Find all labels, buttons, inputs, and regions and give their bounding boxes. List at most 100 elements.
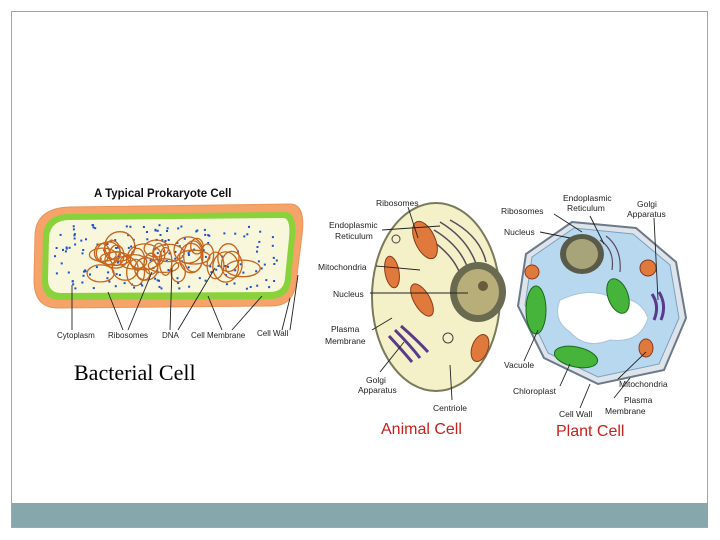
plant-golgi [650,291,666,321]
label-mitochondria-animal: Mitochondria [318,262,367,272]
animal-vesicle [442,332,454,344]
ribosome-dot [149,259,152,262]
ribosome-dot [176,241,179,244]
ribosome-dot [146,238,149,241]
ribosome-dot [94,227,97,230]
ribosome-dot [187,254,190,256]
dna-loop [177,249,211,265]
ribosome-dot [273,280,276,282]
ribosome-dot [167,239,170,241]
ribosome-dot [256,284,259,287]
label-plasma-animal-1: Plasma [331,324,360,334]
ribosome-dot [115,273,118,276]
ribosome-dot [54,255,56,258]
ribosome-dot [223,232,226,235]
label-cell-membrane-prokaryote: Cell Membrane [191,331,246,340]
ribosome-dot [84,269,87,272]
label-er-animal-2: Reticulum [335,231,373,241]
dna-loop [129,247,146,271]
ribosome-dot [187,252,190,255]
ribosome-dot [156,252,159,255]
ribosome-dot [72,225,75,228]
ribosome-dot [62,248,64,251]
ribosome-dot [209,265,212,268]
ribosome-dot [154,277,157,280]
ribosome-dot [159,234,162,236]
label-golgi-plant-1: Golgi [637,199,657,209]
ribosome-dot [64,250,67,253]
ribosome-dot [114,285,117,288]
ribosome-dot [141,284,144,287]
ribosome-dot [275,259,278,262]
ribosome-dot [161,239,164,242]
ribosome-dot [117,246,119,249]
ribosome-dot [72,228,75,231]
label-cytoplasm: Cytoplasm [57,331,95,340]
label-cell-wall-prokaryote: Cell Wall [257,329,288,338]
ribosome-dot [89,273,91,276]
ribosome-dot [158,224,161,227]
prokaryote-pointer-lines [71,267,299,331]
ribosome-dot [204,255,207,258]
label-er-plant-2: Reticulum [567,203,605,213]
ribosome-dot [125,225,128,228]
ribosome-dot [85,238,87,241]
ribosome-dot [65,246,68,249]
ribosome-dot [204,279,207,282]
ribosome-dot [65,247,68,250]
animal-cell-diagram: Ribosomes Endoplasmic Reticulum Mitochon… [318,198,506,438]
ribosome-dot [160,287,163,290]
ribosome-dot [71,280,74,283]
animal-nucleus-inner [457,269,499,315]
bacterial-cell-caption: Bacterial Cell [74,360,196,385]
dna-loop [147,258,180,274]
label-dna: DNA [162,331,180,340]
ribosome-dot [117,261,119,264]
ribosome-dot [234,232,237,235]
ribosome-dot [158,279,160,282]
ribosome-dot [272,256,275,259]
dna-loop [212,251,240,283]
ribosome-dot [202,249,205,252]
ribosome-dot [271,236,274,239]
ribosome-dot [210,271,213,274]
prokaryote-dna [86,231,261,287]
ribosome-dot [92,226,95,229]
ribosome-dot [74,243,77,246]
ribosome-dot [156,279,159,282]
ribosome-dot [243,235,246,238]
ribosome-dot [177,282,180,284]
label-golgi-animal-1: Golgi [366,375,386,385]
ribosome-dot [227,265,229,268]
ribosome-dot [246,233,249,236]
label-nucleus-plant: Nucleus [504,227,535,237]
ribosome-dot [187,266,190,269]
ribosome-dot [245,287,248,290]
label-plasma-plant-1: Plasma [624,395,653,405]
ribosome-dot [248,225,250,228]
dna-loop [88,247,117,262]
ribosome-dot [207,242,210,244]
ribosome-dot [178,245,181,248]
label-plasma-animal-2: Membrane [325,336,366,346]
ribosome-dot [249,286,252,288]
ribosome-dot [265,279,268,282]
dna-loop [143,239,170,258]
ribosome-dot [106,242,109,245]
ribosome-dot [95,266,98,269]
plant-chloroplasts [525,278,630,369]
plant-er [599,235,621,273]
plant-cell-diagram: Endoplasmic Reticulum Ribosomes Golgi Ap… [501,193,688,440]
ribosome-dot [166,227,169,230]
ribosome-dot [156,229,159,232]
ribosome-dot [203,228,206,231]
ribosome-dot [176,277,179,280]
ribosome-dot [260,267,263,270]
ribosome-dot [107,271,110,274]
ribosome-dot [129,225,132,228]
ribosome-dot [217,264,220,267]
ribosome-dot [242,271,245,274]
ribosome-dot [177,227,180,230]
ribosome-dot [183,237,186,240]
animal-nucleolus [478,281,488,291]
